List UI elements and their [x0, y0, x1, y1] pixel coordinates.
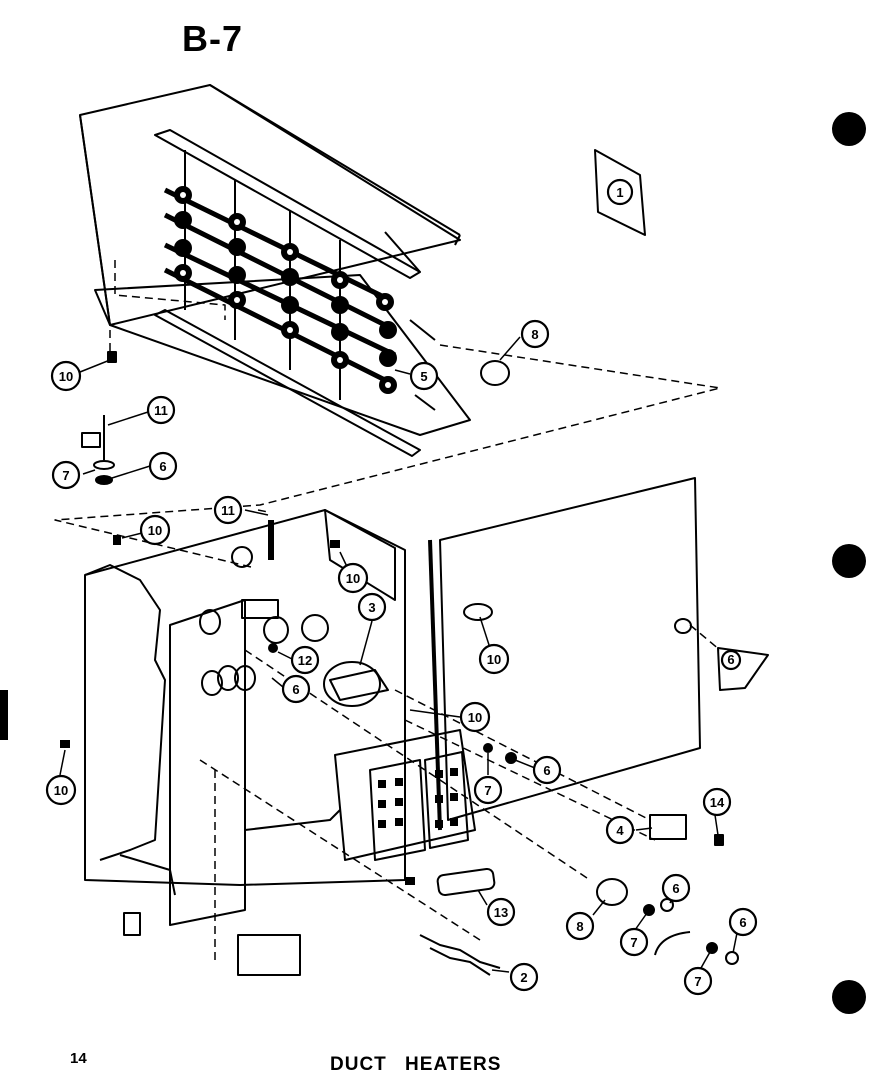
svg-text:10: 10	[148, 523, 162, 538]
cover-plate-icon	[594, 149, 646, 236]
page-number: 14	[70, 1050, 87, 1067]
heater-element-assembly-icon	[79, 84, 471, 457]
svg-text:5: 5	[420, 369, 427, 384]
callout-item-6: 6	[148, 451, 178, 481]
svg-text:8: 8	[531, 327, 538, 342]
terminal-strip-icon	[419, 934, 501, 976]
binder-hole-top	[832, 112, 866, 146]
svg-text:8: 8	[576, 919, 583, 934]
svg-text:3: 3	[368, 600, 375, 615]
callout-item-3: 3	[357, 592, 387, 622]
callout-item-6: 6	[661, 873, 691, 903]
svg-text:6: 6	[159, 459, 166, 474]
svg-text:6: 6	[292, 682, 299, 697]
callout-item-7: 7	[51, 460, 81, 490]
bracket-hardware-icon	[81, 351, 117, 485]
callout-item-8: 8	[520, 319, 550, 349]
svg-text:11: 11	[221, 503, 235, 518]
svg-text:2: 2	[520, 970, 527, 985]
callout-item-1: 1	[606, 178, 634, 206]
knob-icon	[480, 360, 739, 965]
callout-item-14: 14	[702, 787, 732, 817]
svg-text:10: 10	[54, 783, 68, 798]
svg-text:6: 6	[727, 652, 734, 667]
svg-text:10: 10	[468, 710, 482, 725]
svg-text:10: 10	[487, 652, 501, 667]
svg-text:7: 7	[630, 935, 637, 950]
callout-item-4: 4	[605, 815, 635, 845]
callout-item-12: 12	[290, 645, 320, 675]
svg-text:6: 6	[739, 915, 746, 930]
svg-text:7: 7	[484, 783, 491, 798]
callout-item-10: 10	[139, 514, 171, 546]
svg-text:10: 10	[346, 571, 360, 586]
svg-text:1: 1	[616, 185, 623, 200]
svg-text:13: 13	[494, 905, 508, 920]
binder-hole-bottom	[832, 980, 866, 1014]
callout-item-2: 2	[509, 962, 539, 992]
svg-text:6: 6	[543, 763, 550, 778]
callout-item-6: 6	[720, 649, 742, 671]
thermostat-icon	[323, 661, 389, 707]
callout-item-7: 7	[473, 775, 503, 805]
svg-text:4: 4	[616, 823, 624, 838]
svg-text:11: 11	[154, 403, 168, 418]
svg-text:6: 6	[672, 881, 679, 896]
sheet-id: B-7	[182, 18, 244, 59]
callout-item-10: 10	[337, 562, 369, 594]
svg-text:14: 14	[710, 795, 725, 810]
callout-item-10: 10	[50, 360, 82, 392]
callout-item-8: 8	[565, 911, 595, 941]
binder-hole-middle	[832, 544, 866, 578]
fuse-icon	[436, 867, 496, 897]
diagram-caption: DUCT HEATERS	[330, 1054, 502, 1075]
control-box-icon	[334, 729, 476, 861]
svg-text:10: 10	[59, 369, 73, 384]
callout-item-11: 11	[146, 395, 176, 425]
callout-item-7: 7	[683, 966, 713, 996]
callout-item-6: 6	[728, 907, 758, 937]
scan-edge-mark	[0, 690, 8, 740]
callout-item-10: 10	[478, 643, 510, 675]
svg-text:12: 12	[298, 653, 312, 668]
svg-text:7: 7	[62, 468, 69, 483]
callout-item-6: 6	[281, 674, 311, 704]
callout-item-5: 5	[409, 361, 439, 391]
callout-item-10: 10	[459, 701, 491, 733]
svg-text:7: 7	[694, 974, 701, 989]
access-panel-icon	[428, 477, 769, 831]
callout-item-11: 11	[213, 495, 243, 525]
callout-item-6: 6	[532, 755, 562, 785]
callout-item-10: 10	[45, 774, 77, 806]
relay-icon	[649, 814, 724, 846]
callout-item-7: 7	[619, 927, 649, 957]
callout-item-13: 13	[486, 897, 516, 927]
